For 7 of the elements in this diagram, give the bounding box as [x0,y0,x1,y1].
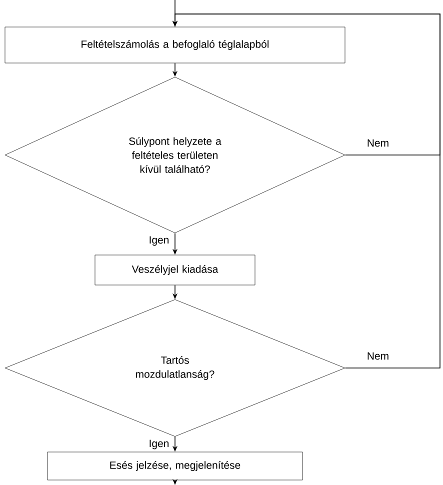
process-box: Esés jelzése, megjelenítése [47,452,303,480]
process-box: Feltételszámolás a befoglaló téglalapból [4,26,346,64]
process-box: Veszélyjel kiadása [94,254,256,286]
edge-label: Nem [366,138,390,148]
edge-label: Igen [148,438,170,450]
edge-label: Igen [148,235,170,247]
edge-label: Nem [366,351,390,361]
